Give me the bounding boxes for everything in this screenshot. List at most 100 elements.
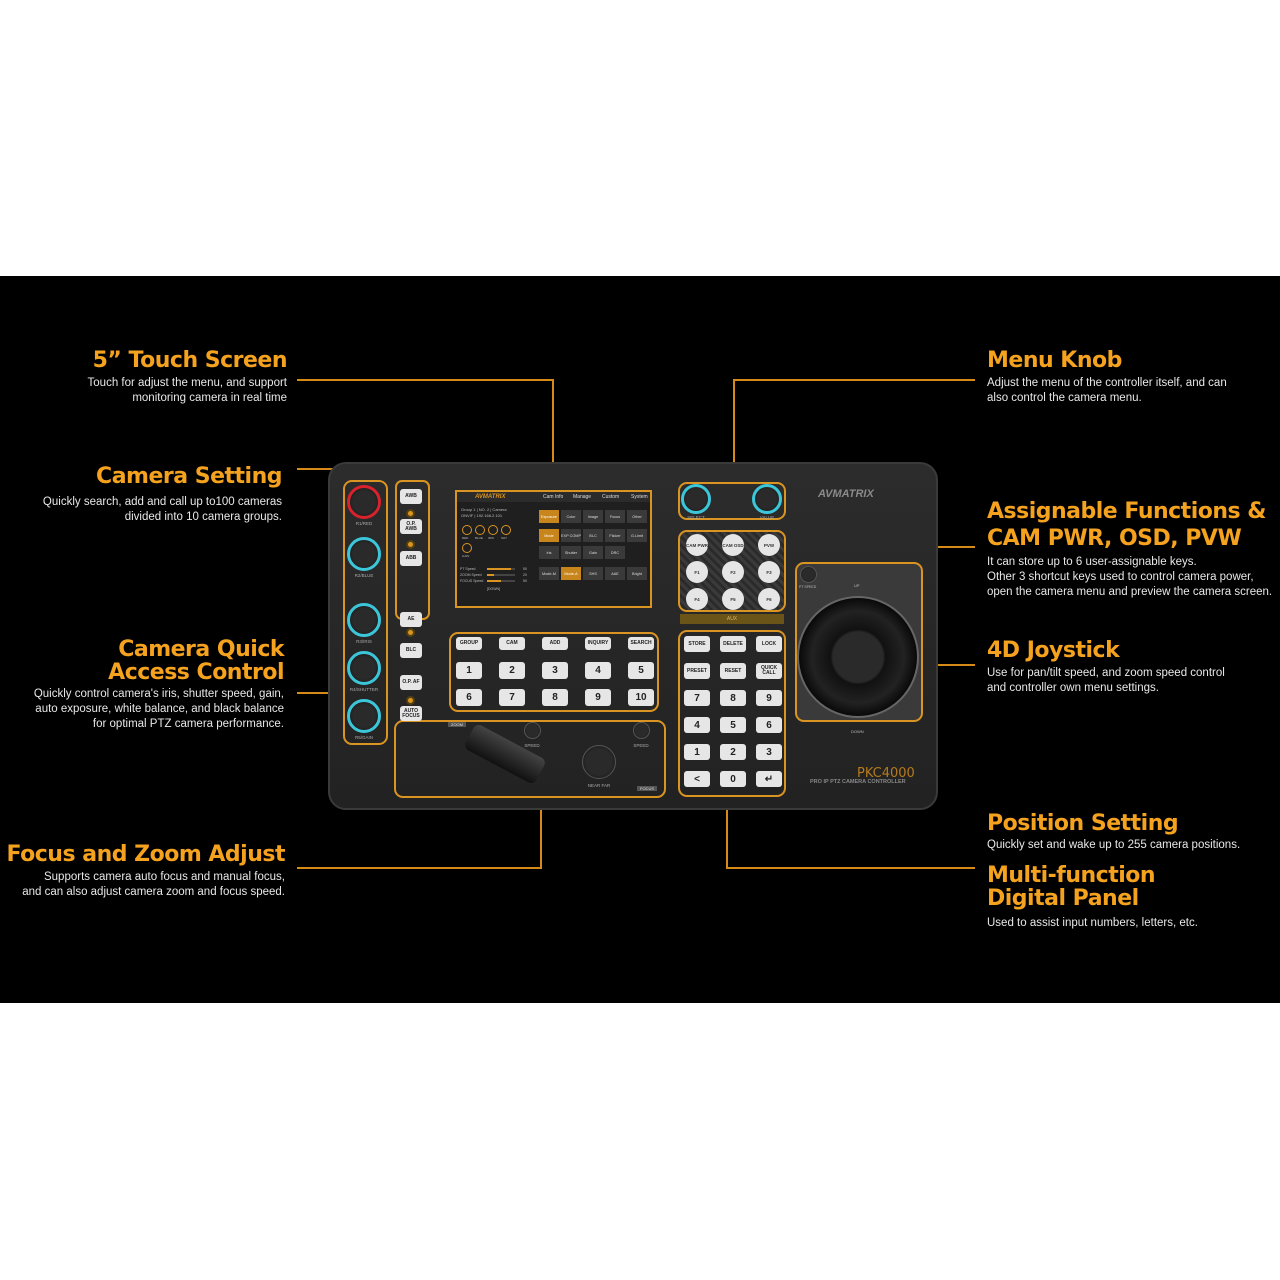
exposure-item[interactable]: G.Limit [627,529,647,542]
zoom-speed-knob[interactable] [524,722,541,739]
pad-key[interactable]: 2 [720,744,746,760]
4d-joystick[interactable] [797,596,919,718]
camera-knob[interactable] [347,537,381,571]
camera-knob[interactable] [347,699,381,733]
wb-key[interactable]: AE [400,612,422,627]
pad-key[interactable]: 4 [684,717,710,733]
number-key[interactable]: 10 [628,689,654,706]
speed-label: PT Speed [460,567,476,571]
exposure-item[interactable]: DRC [605,546,625,559]
wb-key[interactable]: AWB [400,489,422,504]
aux-key[interactable]: F2 [722,561,744,583]
group-key[interactable]: ADD [542,637,568,650]
exposure-item[interactable]: Mode [539,529,559,542]
exposure-item[interactable]: Iris [539,546,559,559]
pad-key[interactable]: RESET [720,663,746,679]
number-key[interactable]: 7 [499,689,525,706]
screen-dial[interactable] [501,525,511,535]
number-key[interactable]: 2 [499,662,525,679]
aux-key[interactable]: PVW [758,534,780,556]
wb-key[interactable]: O.P. AF [400,675,422,690]
wb-key[interactable]: ABB [400,551,422,566]
aux-key[interactable]: F5 [722,588,744,610]
number-key[interactable]: 8 [542,689,568,706]
mode-item[interactable]: SHS [583,567,603,580]
exposure-item[interactable]: EXP COMP [561,529,581,542]
screen-dial[interactable] [462,525,472,535]
exposure-item[interactable]: Flicker [605,529,625,542]
touch-screen[interactable]: AVMATRIX Cam Info Manage Custom System G… [455,490,652,608]
group-key[interactable]: SEARCH [628,637,654,650]
camera-knob[interactable] [347,485,381,519]
wb-key[interactable]: AUTO FOCUS [400,706,422,721]
number-key[interactable]: 3 [542,662,568,679]
aux-key[interactable]: CAM PWR [686,534,708,556]
mode-item[interactable]: AAE [605,567,625,580]
number-key[interactable]: 4 [585,662,611,679]
pad-key[interactable]: LOCK [756,636,782,652]
pad-key[interactable]: DELETE [720,636,746,652]
pt-speed-knob[interactable] [800,566,817,583]
aux-key[interactable]: F4 [686,588,708,610]
pad-key[interactable]: 6 [756,717,782,733]
wb-key[interactable]: BLC [400,643,422,658]
speed-button[interactable]: [DOWN] [487,587,501,591]
number-key[interactable]: 1 [456,662,482,679]
exposure-item[interactable]: BLC [583,529,603,542]
aux-key[interactable]: CAM OSD [722,534,744,556]
screen-dial[interactable] [488,525,498,535]
pad-key[interactable]: ↵ [756,771,782,787]
pad-key[interactable]: 5 [720,717,746,733]
pad-key[interactable]: < [684,771,710,787]
number-key[interactable]: 9 [585,689,611,706]
camera-knob[interactable] [347,603,381,637]
callout-title: Assignable Functions & [987,499,1266,524]
select-knob[interactable] [681,484,711,514]
category-tab[interactable]: Focus [605,510,625,523]
screen-tab-cam-info[interactable]: Cam Info [543,494,564,500]
callout-menu-knob: Menu Knob Adjust the menu of the control… [987,349,1227,406]
number-key[interactable]: 6 [456,689,482,706]
pad-key[interactable]: 1 [684,744,710,760]
pad-key[interactable]: 7 [684,690,710,706]
pad-key[interactable]: 9 [756,690,782,706]
category-tab[interactable]: Color [561,510,581,523]
camera-knob[interactable] [347,651,381,685]
category-tab[interactable]: Exposure [539,510,559,523]
category-tab[interactable]: Image [583,510,603,523]
group-key[interactable]: INQUIRY [585,637,611,650]
pad-key[interactable]: STORE [684,636,710,652]
indicator-light [406,696,415,705]
model-name: PKC4000 [857,766,915,781]
group-key[interactable]: GROUP [456,637,482,650]
near-far-knob[interactable] [582,745,616,779]
pad-key[interactable]: QUICK CALL [756,663,782,679]
pad-key[interactable]: 0 [720,771,746,787]
pad-key[interactable]: 3 [756,744,782,760]
pad-key[interactable]: PRESET [684,663,710,679]
screen-dial[interactable] [475,525,485,535]
exposure-item[interactable]: Gain [583,546,603,559]
aux-key[interactable]: F1 [686,561,708,583]
aux-key[interactable]: F6 [758,588,780,610]
mode-item[interactable]: Bright [627,567,647,580]
mode-item[interactable]: Mode-M [539,567,559,580]
group-key[interactable]: CAM [499,637,525,650]
pad-key[interactable]: 8 [720,690,746,706]
mode-item[interactable]: Mode-A [561,567,581,580]
screen-dial[interactable] [462,543,472,553]
focus-speed-knob[interactable] [633,722,650,739]
wb-key[interactable]: O.P. AWB [400,519,422,534]
aux-key[interactable]: F3 [758,561,780,583]
number-key[interactable]: 5 [628,662,654,679]
screen-tab-manage[interactable]: Manage [573,494,592,500]
category-tab[interactable]: Other [627,510,647,523]
screen-camera-ip: ONVIF | 192.168.2.101 [461,513,503,518]
menu-knob-panel [678,482,786,520]
value-label: VALUE [759,515,775,520]
value-knob[interactable] [752,484,782,514]
screen-tab-custom[interactable]: Custom [602,494,620,500]
exposure-item[interactable]: Shutter [561,546,581,559]
screen-tab-system[interactable]: System [631,494,648,500]
near-far-label: NEAR FAR [587,783,611,788]
